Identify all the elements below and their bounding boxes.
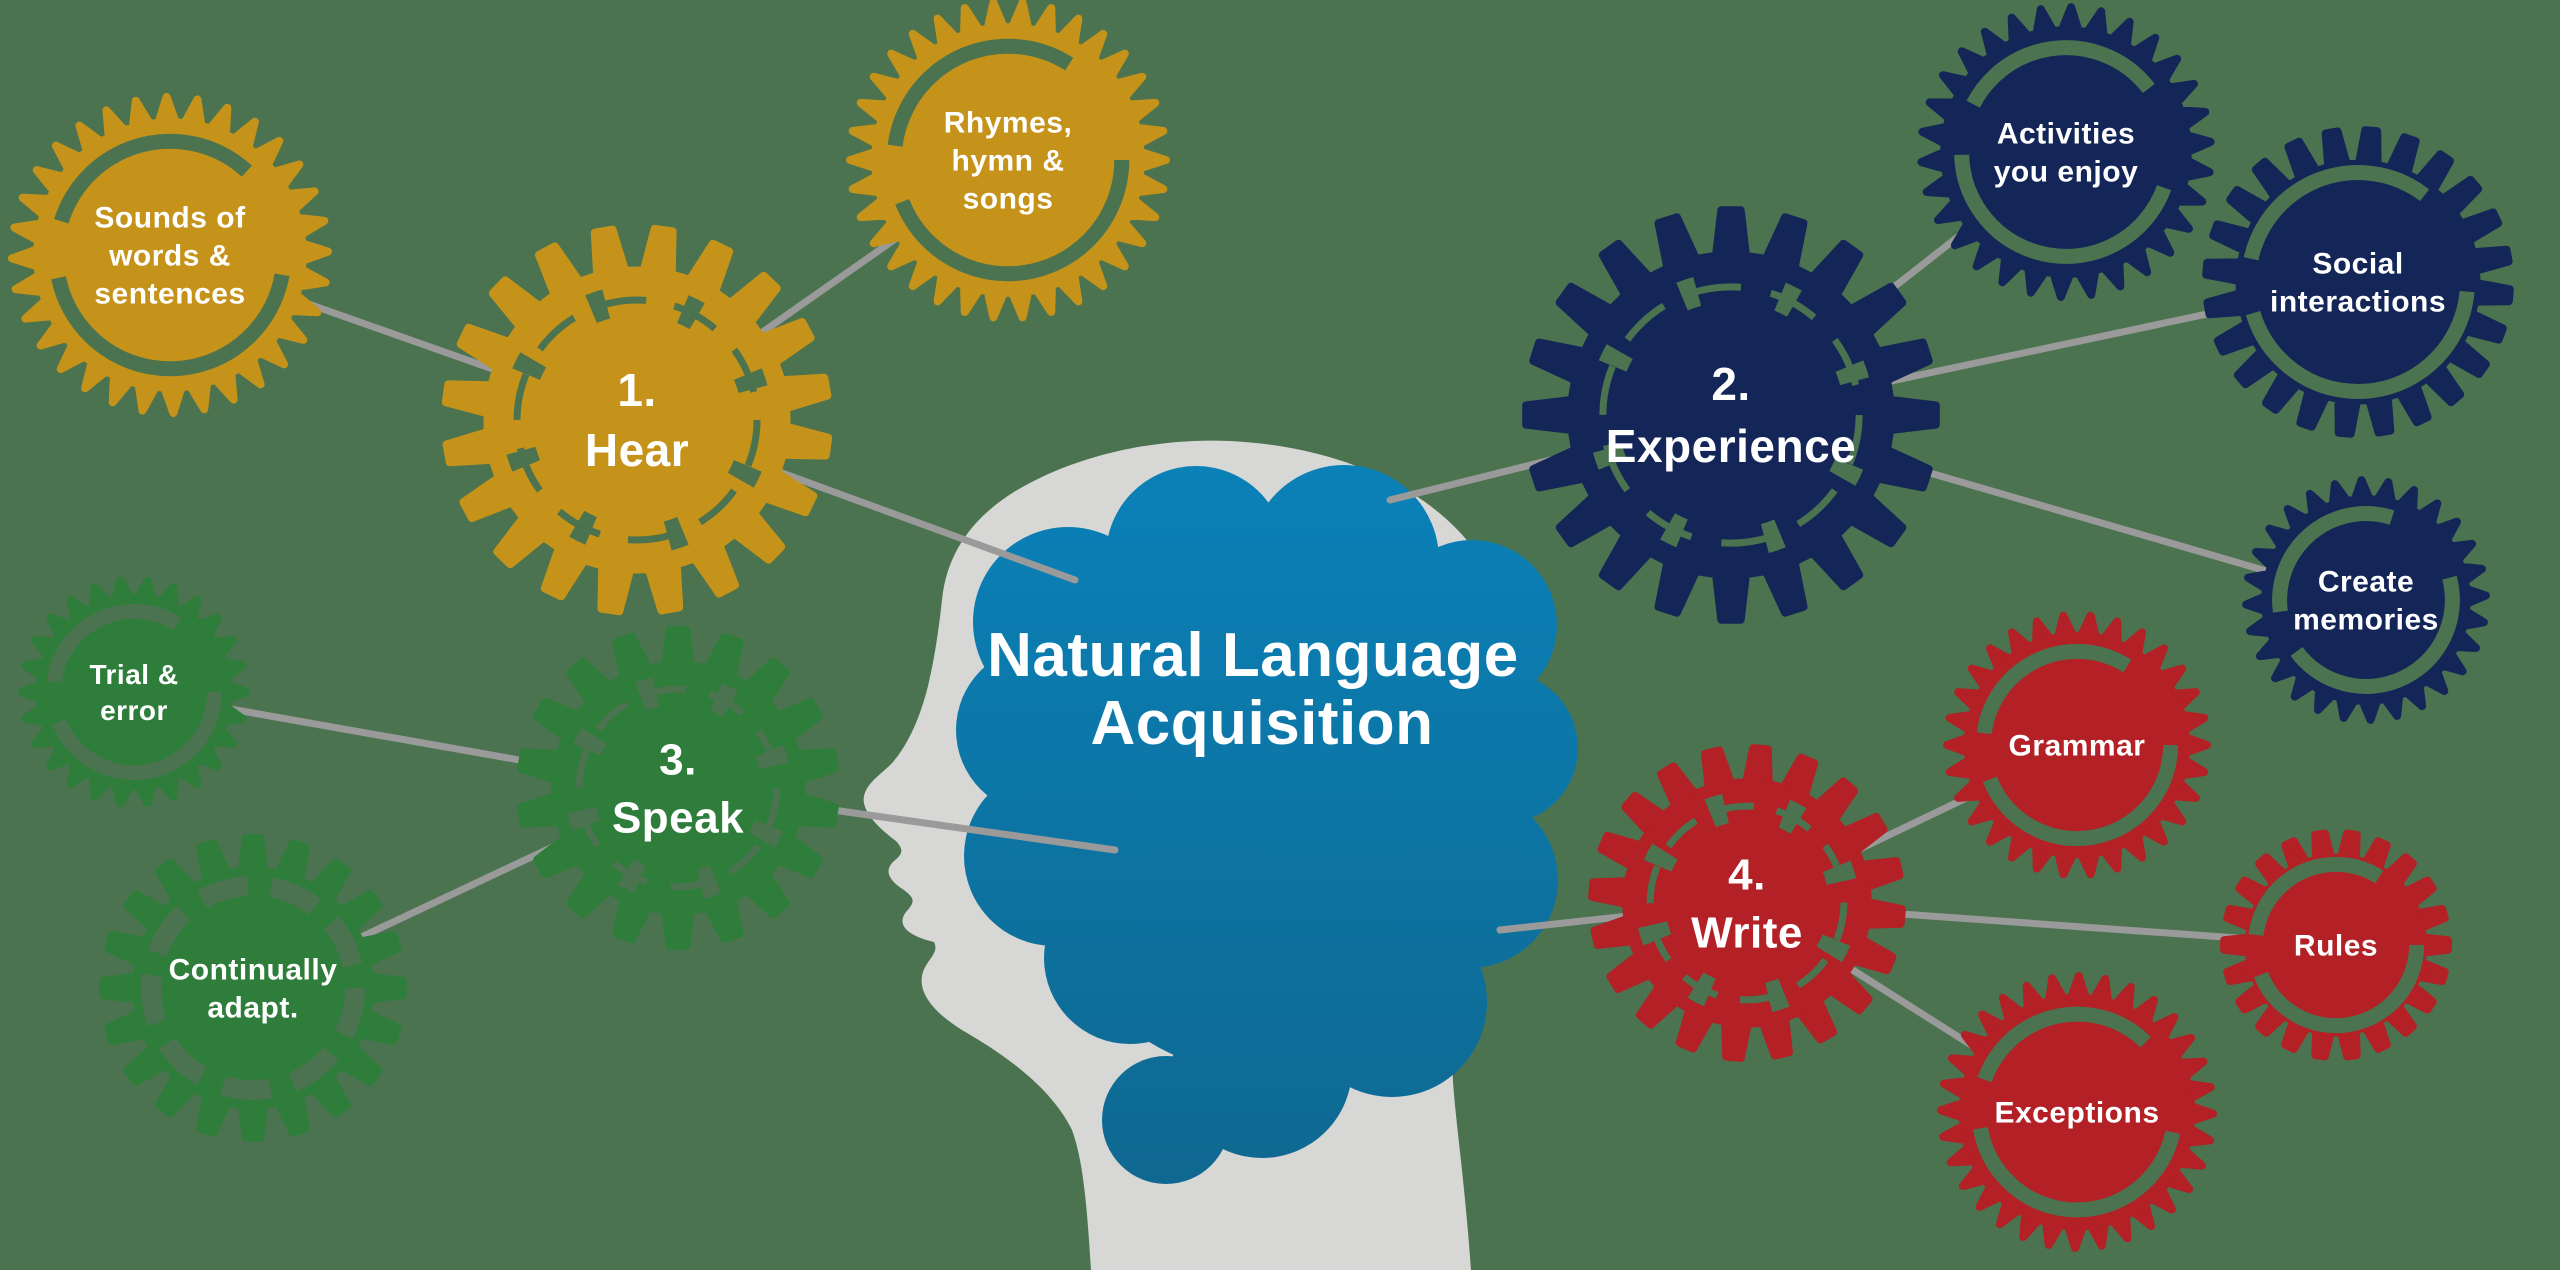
diagram-title: Natural Language Acquisition: [987, 621, 1537, 758]
gear-label-line: songs: [963, 183, 1054, 216]
gear-ring-arcs: [45, 603, 223, 781]
gear-label-line: Trial &: [89, 659, 178, 690]
gear-label-trial: Trial & error: [89, 659, 178, 726]
gear-adapt: Continually adapt.: [99, 834, 407, 1142]
gear-label-line: adapt.: [207, 992, 298, 1025]
gear-label-hear: 1. Hear: [585, 364, 689, 476]
gear-ring-segments: [141, 876, 365, 1100]
gear-body: [2239, 163, 2477, 401]
gear-label-line: sentences: [94, 278, 245, 311]
gear-label-line: words &: [108, 240, 231, 273]
gear-label-line: Social: [2312, 248, 2403, 281]
title-line-1: Natural Language: [987, 621, 1519, 690]
gear-body: [2265, 499, 2467, 701]
gear-body: [1944, 30, 2188, 274]
gear-exceptions: Exceptions: [1937, 972, 2217, 1252]
gear-ring-arcs: [2247, 856, 2425, 1034]
gear-label-line: Exceptions: [1994, 1097, 2159, 1130]
gear-layer: Sounds of words & sentences 1. Hear Rhymes, hy…: [8, 0, 2514, 1252]
gear-body: [1571, 255, 1891, 575]
gear-rhymes: Rhymes, hymn & songs: [846, 0, 1170, 322]
gear-label-line: Write: [1691, 908, 1803, 957]
gear-rules: Rules: [2220, 829, 2452, 1061]
gear-body: [1967, 635, 2187, 855]
gear-ring-dashed: [1646, 802, 1848, 1004]
gear-label-grammar: Grammar: [2009, 730, 2146, 763]
gear-body: [487, 270, 787, 570]
gear-label-line: 3.: [659, 735, 697, 784]
gear-label-speak: 3. Speak: [612, 735, 744, 842]
gear-label-line: Create: [2318, 566, 2414, 599]
gear-label-line: Rhymes,: [944, 107, 1073, 140]
gear-write: 4. Write: [1588, 744, 1906, 1062]
gear-label-activities: Activities you enjoy: [1994, 118, 2139, 189]
gear-hear: 1. Hear: [441, 224, 833, 616]
gear-ring-arcs: [2272, 506, 2460, 694]
gear-label-experience: 2. Experience: [1606, 358, 1856, 472]
gear-body: [2248, 857, 2424, 1033]
gear-label-line: hymn &: [951, 145, 1064, 178]
gear-label-line: Activities: [1997, 118, 2135, 151]
gear-label-line: Rules: [2294, 930, 2378, 963]
brain-shape: [956, 465, 1578, 1184]
gear-trial: Trial & error: [18, 576, 250, 808]
gear-ring-arcs: [1971, 1006, 2183, 1218]
gear-label-line: you enjoy: [1994, 156, 2139, 189]
gear-ring-arcs: [2241, 165, 2475, 399]
gear-label-memories: Create memories: [2293, 566, 2439, 637]
gear-experience: 2. Experience: [1522, 206, 1940, 624]
gear-label-line: Hear: [585, 424, 689, 476]
gear-ring-arcs: [886, 38, 1130, 282]
gear-ring-dashed: [1599, 283, 1863, 547]
brain-lobe: [1044, 872, 1216, 1044]
gear-label-exceptions: Exceptions: [1994, 1097, 2159, 1130]
gear-label-sounds: Sounds of words & sentences: [94, 202, 246, 311]
gear-label-line: error: [100, 695, 168, 726]
gear-label-line: Experience: [1606, 420, 1856, 472]
gear-ring-dashed: [513, 296, 761, 544]
gear-label-line: Grammar: [2009, 730, 2146, 763]
gear-sounds: Sounds of words & sentences: [8, 93, 332, 417]
gear-label-rhymes: Rhymes, hymn & songs: [944, 107, 1073, 216]
gear-body: [37, 122, 303, 388]
gear-label-rules: Rules: [2294, 930, 2378, 963]
gear-label-line: Speak: [612, 793, 744, 842]
gear-body: [39, 597, 229, 787]
gear-label-line: memories: [2293, 604, 2439, 637]
gear-label-line: 2.: [1711, 358, 1750, 410]
gear-label-write: 4. Write: [1691, 850, 1803, 957]
gear-label-line: 4.: [1728, 850, 1766, 899]
gear-ring-dashed: [575, 685, 781, 891]
title-line-2: Acquisition: [1090, 689, 1433, 758]
gear-ring-arcs: [1975, 643, 2179, 847]
gear-grammar: Grammar: [1943, 611, 2211, 879]
gear-body: [875, 27, 1141, 293]
gear-label-line: Continually: [169, 954, 338, 987]
brain-lobe: [1426, 672, 1578, 824]
gear-body: [554, 664, 802, 912]
gear-memories: Create memories: [2242, 476, 2490, 724]
brain-lobe: [1387, 540, 1557, 710]
gear-label-line: Sounds of: [94, 202, 246, 235]
gear-label-adapt: Continually adapt.: [169, 954, 338, 1025]
gear-social: Social interactions: [2202, 126, 2514, 438]
brain-lobe: [1102, 1056, 1230, 1184]
gear-label-social: Social interactions: [2270, 248, 2446, 319]
gear-activities: Activities you enjoy: [1917, 3, 2215, 301]
gear-label-line: interactions: [2270, 286, 2446, 319]
brain-lobe: [1106, 466, 1286, 646]
gear-label-line: 1.: [617, 364, 656, 416]
gear-body: [1626, 782, 1868, 1024]
gear-body: [136, 871, 370, 1105]
gear-body: [1962, 997, 2192, 1227]
gear-speak: 3. Speak: [517, 626, 839, 950]
